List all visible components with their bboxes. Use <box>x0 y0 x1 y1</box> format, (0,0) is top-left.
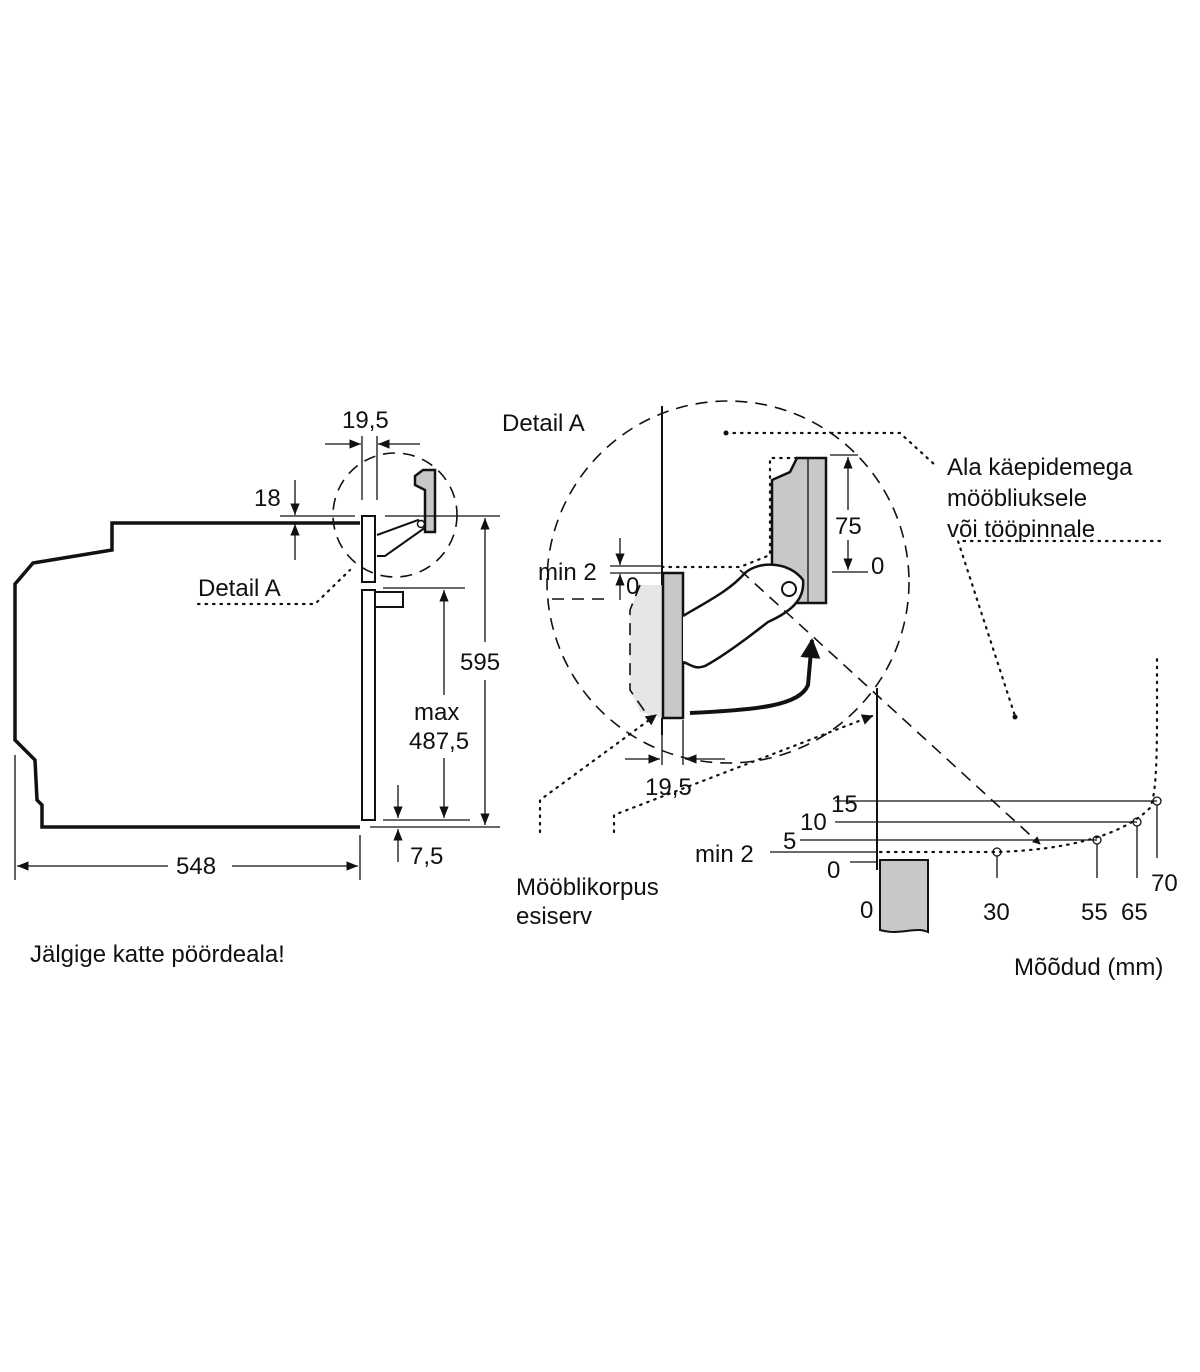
area-leader <box>724 431 937 467</box>
dim-width: 548 <box>176 853 216 880</box>
worktop-block <box>879 859 929 934</box>
dim-top-offset: 18 <box>254 485 281 512</box>
oven-door <box>361 515 376 583</box>
cabinet-shadow <box>630 585 662 718</box>
oven-side-view: Detail A 19,5 18 595 max 487,5 7,5 <box>13 407 500 880</box>
dim-door-thickness-detail: 19,5 <box>645 774 692 801</box>
swing-path-arrow <box>739 569 1041 845</box>
cabinet-edge-label-line2: esiserv <box>516 903 592 930</box>
dim-max-value: 487,5 <box>409 728 469 755</box>
dim-door-thickness: 19,5 <box>342 407 389 434</box>
y-label-10: 10 <box>800 809 827 836</box>
oven-handle <box>375 591 404 608</box>
x-label-55: 55 <box>1081 899 1108 926</box>
oven-body-outline <box>13 521 360 829</box>
point-marker <box>1132 817 1142 827</box>
area-note-line1: Ala käepidemega <box>947 454 1133 481</box>
leader-dot <box>1012 714 1018 720</box>
hinge-pivot <box>416 519 426 529</box>
area-note-line3: või tööpinnale <box>947 516 1095 543</box>
dim-height: 595 <box>460 649 500 676</box>
dim-zero-right: 0 <box>871 553 884 580</box>
hinge-arm <box>682 563 805 669</box>
area-leader-2 <box>956 539 1162 718</box>
x-label-30: 30 <box>983 899 1010 926</box>
y-label-15: 15 <box>831 791 858 818</box>
rotation-arrow <box>689 638 821 715</box>
y-label-0: 0 <box>827 857 840 884</box>
area-note-line2: mööbliuksele <box>947 485 1087 512</box>
x-label-70: 70 <box>1151 870 1178 897</box>
point-marker <box>1092 835 1102 845</box>
hinge-pivot-detail <box>781 581 797 597</box>
x-label-65: 65 <box>1121 899 1148 926</box>
swing-area-dotted <box>660 456 799 569</box>
dim-bottom-offset: 7,5 <box>410 843 443 870</box>
detail-a-magnified-circle <box>546 400 910 764</box>
oven-door-lower <box>361 589 376 821</box>
hidden-line <box>629 584 649 717</box>
dim-max-label: max <box>414 699 459 726</box>
clearance-diagram: 15 10 5 min 2 0 0 30 55 65 70 <box>695 569 1178 934</box>
x-label-0: 0 <box>860 897 873 924</box>
detail-a-circle <box>332 452 458 578</box>
point-marker <box>992 847 1002 857</box>
y-label-5: 5 <box>783 828 796 855</box>
swing-curve-dotted <box>878 653 1159 854</box>
cabinet-edge-leader <box>538 713 658 834</box>
cabinet-edge-label-line1: Mööblikorpus <box>516 874 659 901</box>
y-label-min2: min 2 <box>695 841 754 868</box>
dim-75: 75 <box>835 513 862 540</box>
oven-door-detail <box>661 571 685 720</box>
warning-note: Jälgige katte pöördeala! <box>30 941 285 968</box>
point-marker <box>1152 796 1162 806</box>
units-note: Mõõdud (mm) <box>1014 954 1163 981</box>
cabinet-edge-leader-2 <box>612 714 874 834</box>
detail-a-label: Detail A <box>198 575 281 602</box>
detail-a-title: Detail A <box>502 410 585 437</box>
dim-zero-left: 0 <box>626 573 639 600</box>
detail-a-leader <box>196 568 352 606</box>
detail-a-view: Detail A min 2 0 75 0 19,5 <box>502 400 1162 930</box>
dim-min2: min 2 <box>538 559 597 586</box>
